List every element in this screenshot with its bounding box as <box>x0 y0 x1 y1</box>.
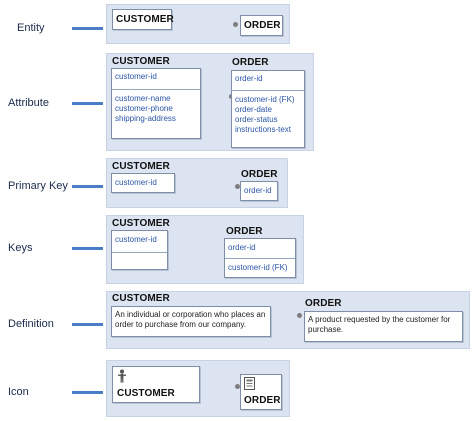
primary-key-order-title: ORDER <box>241 169 278 180</box>
attribute-customer-attr: shipping-address <box>115 114 176 123</box>
icon-customer-box[interactable]: CUSTOMER <box>112 366 200 403</box>
definition-connector-dot <box>297 313 302 318</box>
icon-connector-dot <box>235 384 240 389</box>
person-icon <box>118 369 126 383</box>
row-label-attribute: Attribute <box>8 97 49 109</box>
leader-line-attribute <box>72 102 103 105</box>
keys-customer-title: CUSTOMER <box>112 218 170 229</box>
keys-order-title: ORDER <box>226 226 263 237</box>
entity-customer-box[interactable]: CUSTOMER <box>112 9 174 30</box>
attribute-customer-attr: customer-phone <box>115 104 173 113</box>
attribute-order-attr: instructions-text <box>235 125 292 134</box>
icon-customer-title: CUSTOMER <box>117 388 175 399</box>
primary-key-connector-dot <box>235 184 240 189</box>
icon-order-box[interactable]: ORDER <box>240 374 282 410</box>
entity-order-title: ORDER <box>244 20 281 31</box>
leader-line-definition <box>72 323 103 326</box>
attribute-order-key: order-id <box>235 74 263 83</box>
keys-customer-box[interactable]: customer-id <box>111 230 168 270</box>
row-label-icon: Icon <box>8 386 29 398</box>
attribute-customer-title: CUSTOMER <box>112 56 170 67</box>
attribute-customer-key: customer-id <box>115 72 157 81</box>
definition-order-box[interactable]: A product requested by the customer for … <box>304 311 463 342</box>
leader-line-icon <box>72 391 103 394</box>
row-label-primary-key: Primary Key <box>8 180 68 192</box>
attribute-order-title: ORDER <box>232 57 269 68</box>
keys-order-fk: customer-id (FK) <box>228 263 288 272</box>
leader-line-primary-key <box>72 185 103 188</box>
primary-key-customer-box[interactable]: customer-id <box>111 173 175 193</box>
definition-customer-title: CUSTOMER <box>112 293 170 304</box>
entity-customer-title: CUSTOMER <box>116 14 174 25</box>
leader-line-keys <box>72 247 103 250</box>
keys-order-box[interactable]: order-id customer-id (FK) <box>224 238 296 278</box>
attribute-customer-separator <box>112 89 200 90</box>
primary-key-customer-key: customer-id <box>115 178 157 187</box>
attribute-order-attr: customer-id (FK) <box>235 95 295 104</box>
attribute-order-box[interactable]: order-id customer-id (FK) order-date ord… <box>231 70 305 148</box>
keys-order-separator <box>225 258 295 259</box>
attribute-customer-box[interactable]: customer-id customer-name customer-phone… <box>111 68 201 139</box>
document-icon <box>244 377 255 390</box>
entity-order-box[interactable]: ORDER <box>240 15 283 36</box>
attribute-order-separator <box>232 90 304 91</box>
attribute-order-attr: order-date <box>235 105 272 114</box>
attribute-customer-attr: customer-name <box>115 94 171 103</box>
leader-line-entity <box>72 27 103 30</box>
primary-key-order-box[interactable]: order-id <box>240 181 278 201</box>
row-label-entity: Entity <box>17 22 45 34</box>
definition-customer-desc: An individual or corporation who places … <box>115 310 266 329</box>
entity-connector-dot <box>233 22 238 27</box>
primary-key-order-key: order-id <box>244 186 272 195</box>
definition-order-desc: A product requested by the customer for … <box>308 315 451 334</box>
attribute-order-attr: order-status <box>235 115 278 124</box>
icon-order-title: ORDER <box>244 395 281 406</box>
row-label-keys: Keys <box>8 242 33 254</box>
keys-customer-separator <box>112 252 167 253</box>
definition-order-title: ORDER <box>305 298 342 309</box>
definition-customer-box[interactable]: An individual or corporation who places … <box>111 306 271 337</box>
keys-customer-key: customer-id <box>115 235 157 244</box>
row-label-definition: Definition <box>8 318 54 330</box>
primary-key-customer-title: CUSTOMER <box>112 161 170 172</box>
keys-order-key: order-id <box>228 243 256 252</box>
